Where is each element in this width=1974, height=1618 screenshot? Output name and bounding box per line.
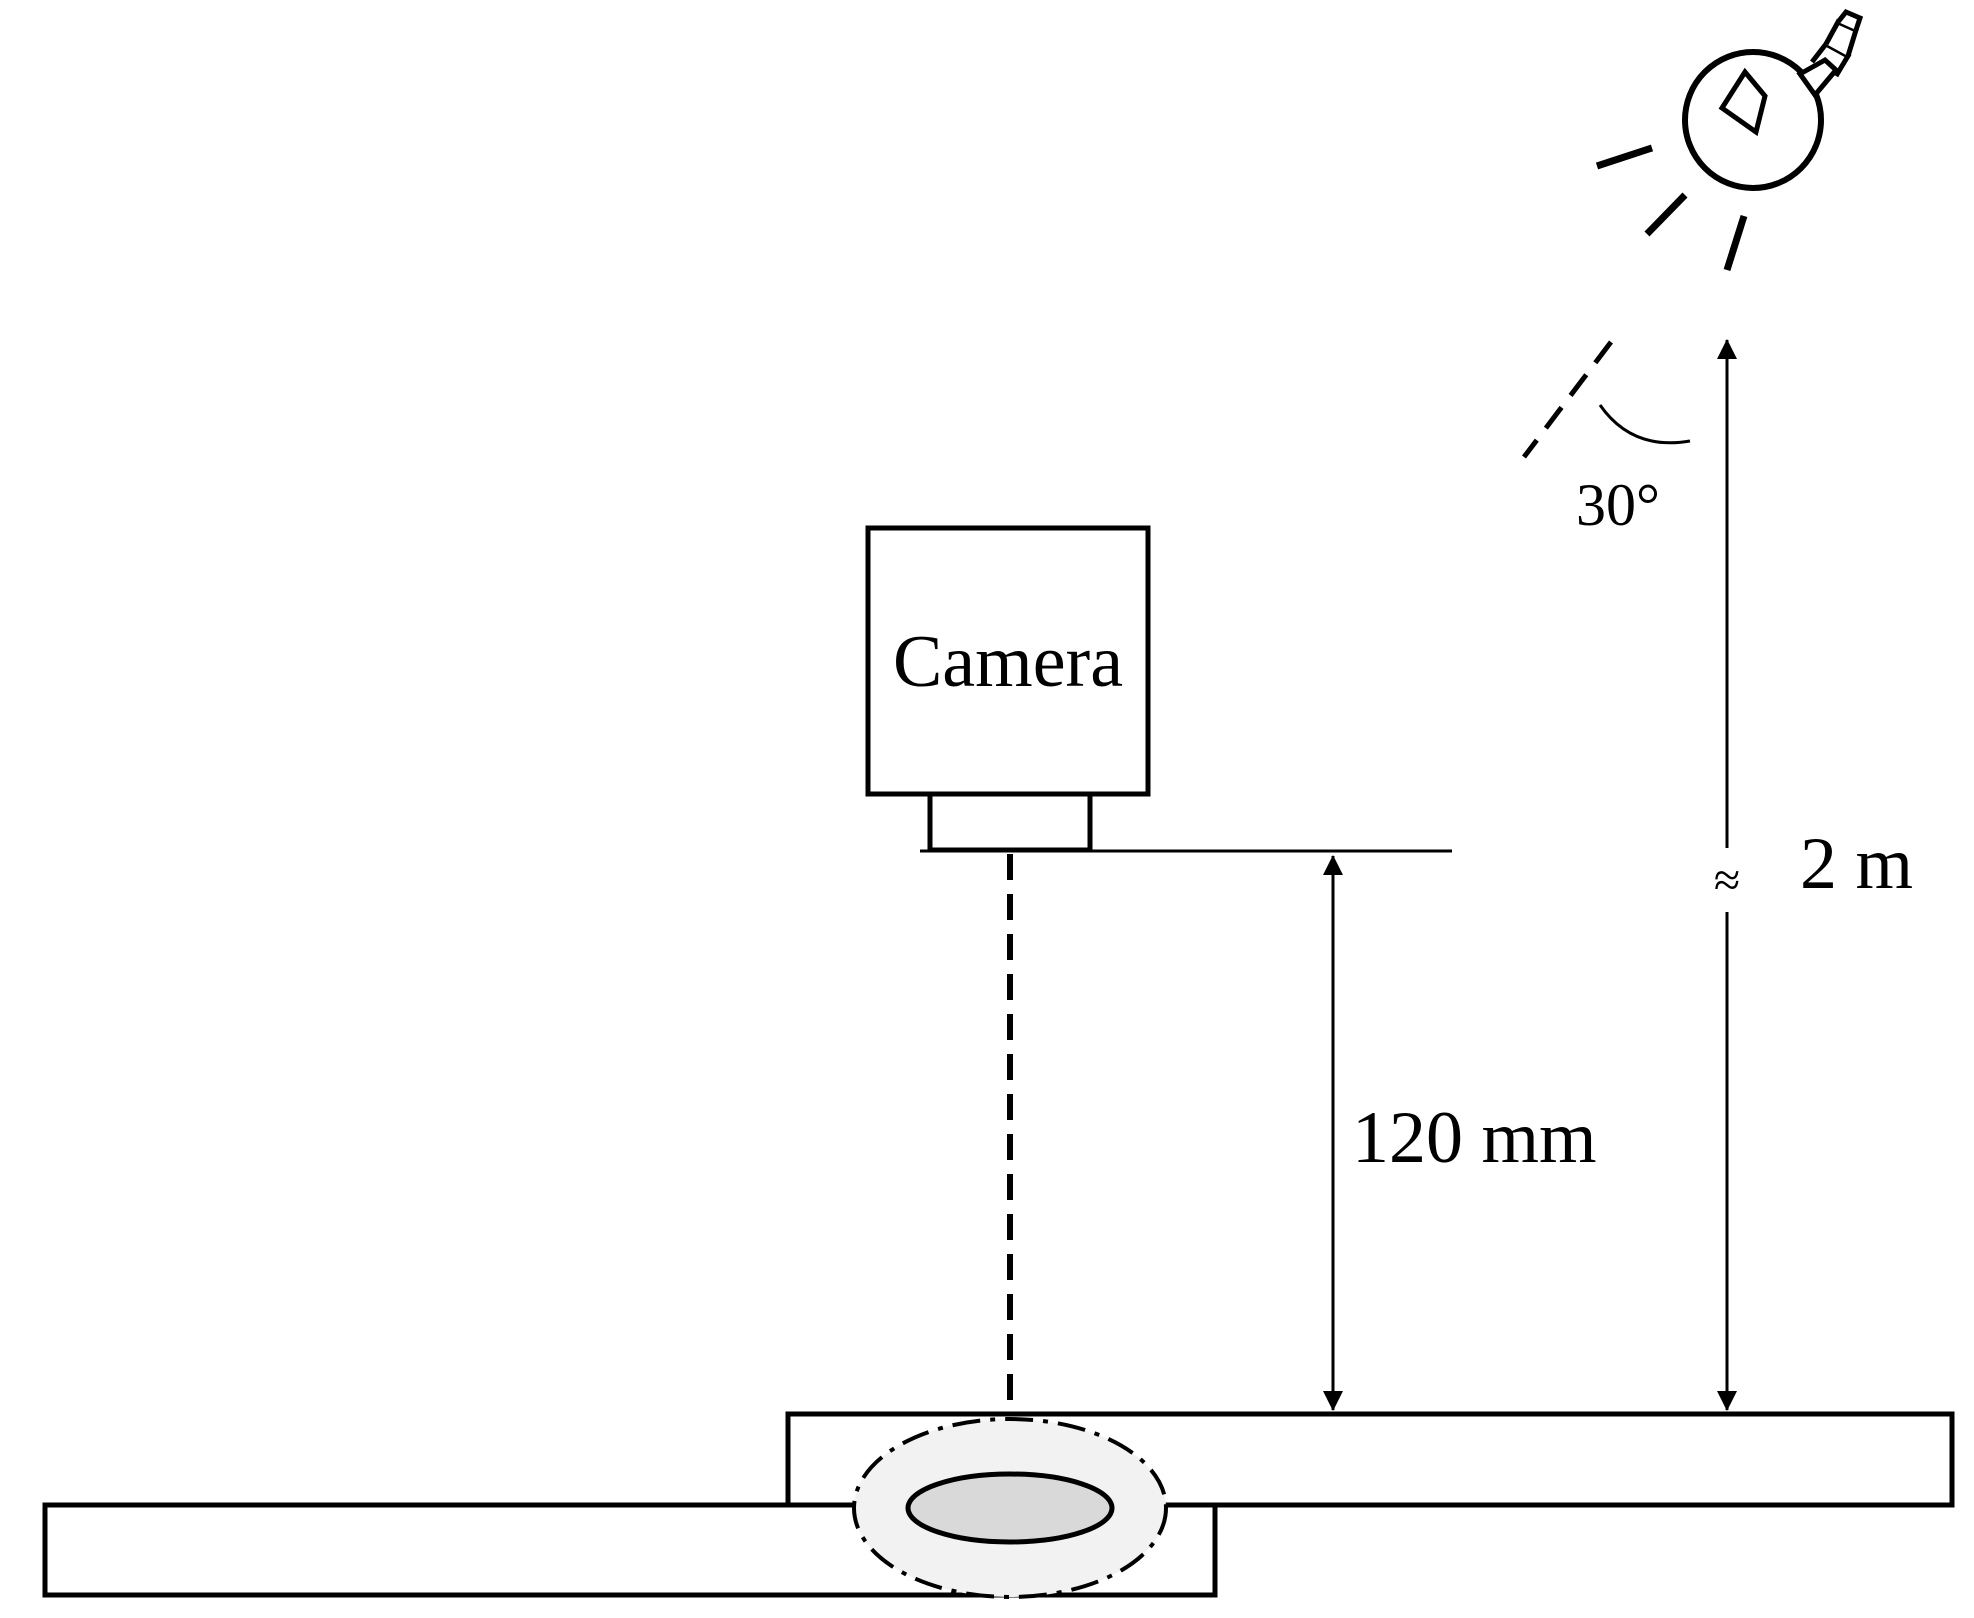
camera-lens <box>927 791 1093 853</box>
angle-arc <box>1598 404 1691 445</box>
angle-label: 30° <box>1576 472 1660 538</box>
approx-symbol: ≈ <box>1714 854 1740 907</box>
dimension-label-120mm: 120 mm <box>1352 1097 1597 1179</box>
light-bulb-icon <box>1595 8 1864 272</box>
dimension-label-2m: 2 m <box>1800 823 1913 905</box>
light-incidence-line <box>1522 340 1613 459</box>
camera-label: Camera <box>893 621 1123 703</box>
camera-body <box>865 525 1151 797</box>
weld-spot <box>905 1471 1115 1545</box>
